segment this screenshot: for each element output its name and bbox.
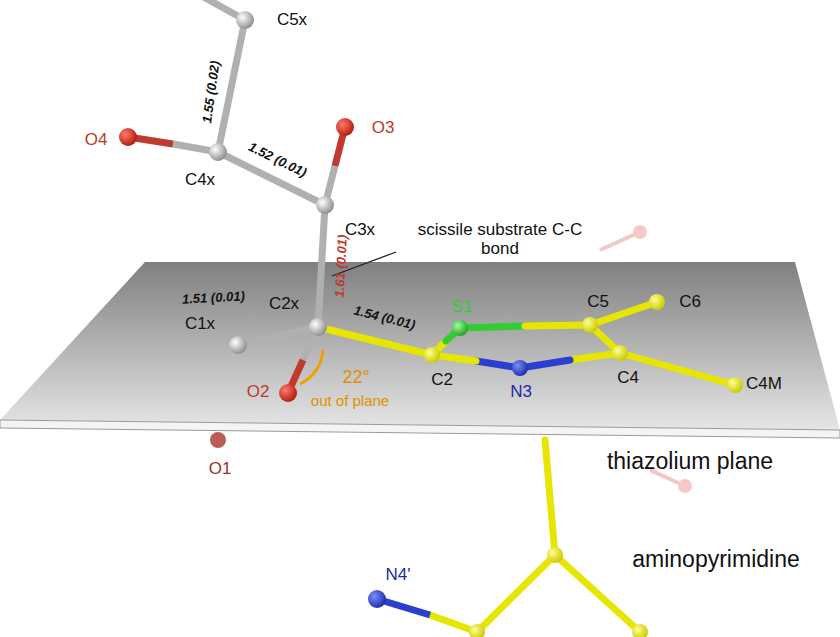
bond-length: 1.51 (0.01) <box>181 289 245 307</box>
atom-label: C5 <box>587 293 609 312</box>
angle-note: out of plane <box>311 393 389 410</box>
atom-label: O3 <box>372 119 395 138</box>
atom-label: C5x <box>277 11 307 30</box>
atom-label: C6 <box>679 293 701 312</box>
plane-label: thiazolium plane <box>607 449 773 474</box>
bond-length: 1.61 (0.01) <box>332 234 350 298</box>
atom-label: C2 <box>431 371 453 390</box>
atom-label: C2x <box>269 295 299 314</box>
atom-label: C4M <box>746 375 782 394</box>
bond-length: 1.55 (0.02) <box>200 60 223 124</box>
atom-label: S1 <box>452 298 473 317</box>
atom-label: N4' <box>386 566 411 585</box>
annotation: scissile substrate C-C bond <box>400 221 600 258</box>
atom-label: O2 <box>247 383 270 402</box>
group-label: aminopyrimidine <box>632 547 799 572</box>
atom-label: O1 <box>209 460 232 479</box>
atom-label: C1x <box>185 315 215 334</box>
atom-label: C4x <box>185 171 215 190</box>
atom-label: O4 <box>85 131 108 150</box>
atom-label: N3 <box>510 383 532 402</box>
angle-label: 22° <box>342 368 369 388</box>
atom-label: C4 <box>617 369 639 388</box>
